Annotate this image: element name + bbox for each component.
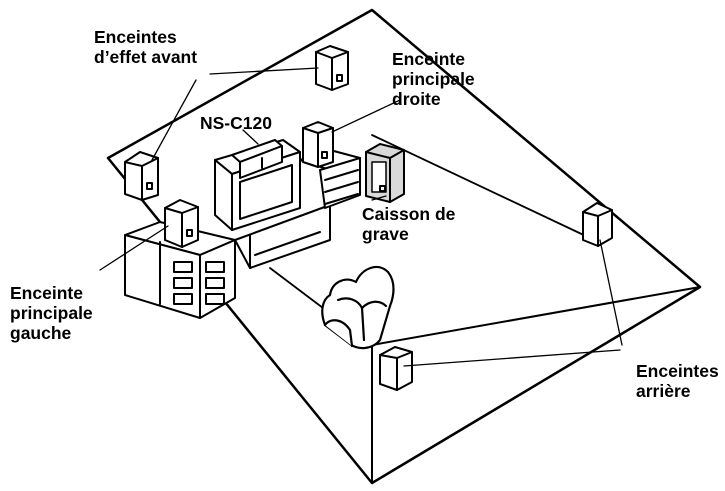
label-subwoofer: Caisson de grave xyxy=(362,204,455,244)
label-line: Enceintes xyxy=(636,361,719,381)
armchair xyxy=(321,265,395,350)
label-line: NS-C120 xyxy=(200,113,272,133)
label-line: d’effet avant xyxy=(94,47,198,67)
subwoofer xyxy=(365,143,405,203)
speaker-front-effect-right xyxy=(315,45,349,91)
tv-cabinet xyxy=(124,139,361,319)
label-line: Enceintes xyxy=(94,27,177,47)
label-main-left-speaker: Enceinte principale gauche xyxy=(10,283,93,343)
speaker-rear-left xyxy=(379,346,413,391)
speaker-main-right xyxy=(302,121,334,168)
label-main-right-speaker: Enceinte principale droite xyxy=(392,49,475,109)
label-line: principale xyxy=(10,303,93,323)
label-line: gauche xyxy=(10,323,72,343)
label-line: Enceinte xyxy=(10,283,83,303)
label-rear-speakers: Enceintes arrière xyxy=(636,361,719,401)
leader-lines xyxy=(99,67,623,367)
speaker-main-left xyxy=(164,199,199,248)
label-center-speaker: NS-C120 xyxy=(200,113,272,133)
label-line: arrière xyxy=(636,381,691,401)
speaker-rear-right xyxy=(582,202,613,247)
label-line: droite xyxy=(392,89,441,109)
label-line: Enceinte xyxy=(392,49,465,69)
label-line: principale xyxy=(392,69,475,89)
label-line: Caisson de xyxy=(362,204,456,224)
label-front-effect-speakers: Enceintes d’effet avant xyxy=(94,27,197,67)
speaker-front-effect-left xyxy=(124,151,159,201)
label-line: grave xyxy=(362,224,409,244)
